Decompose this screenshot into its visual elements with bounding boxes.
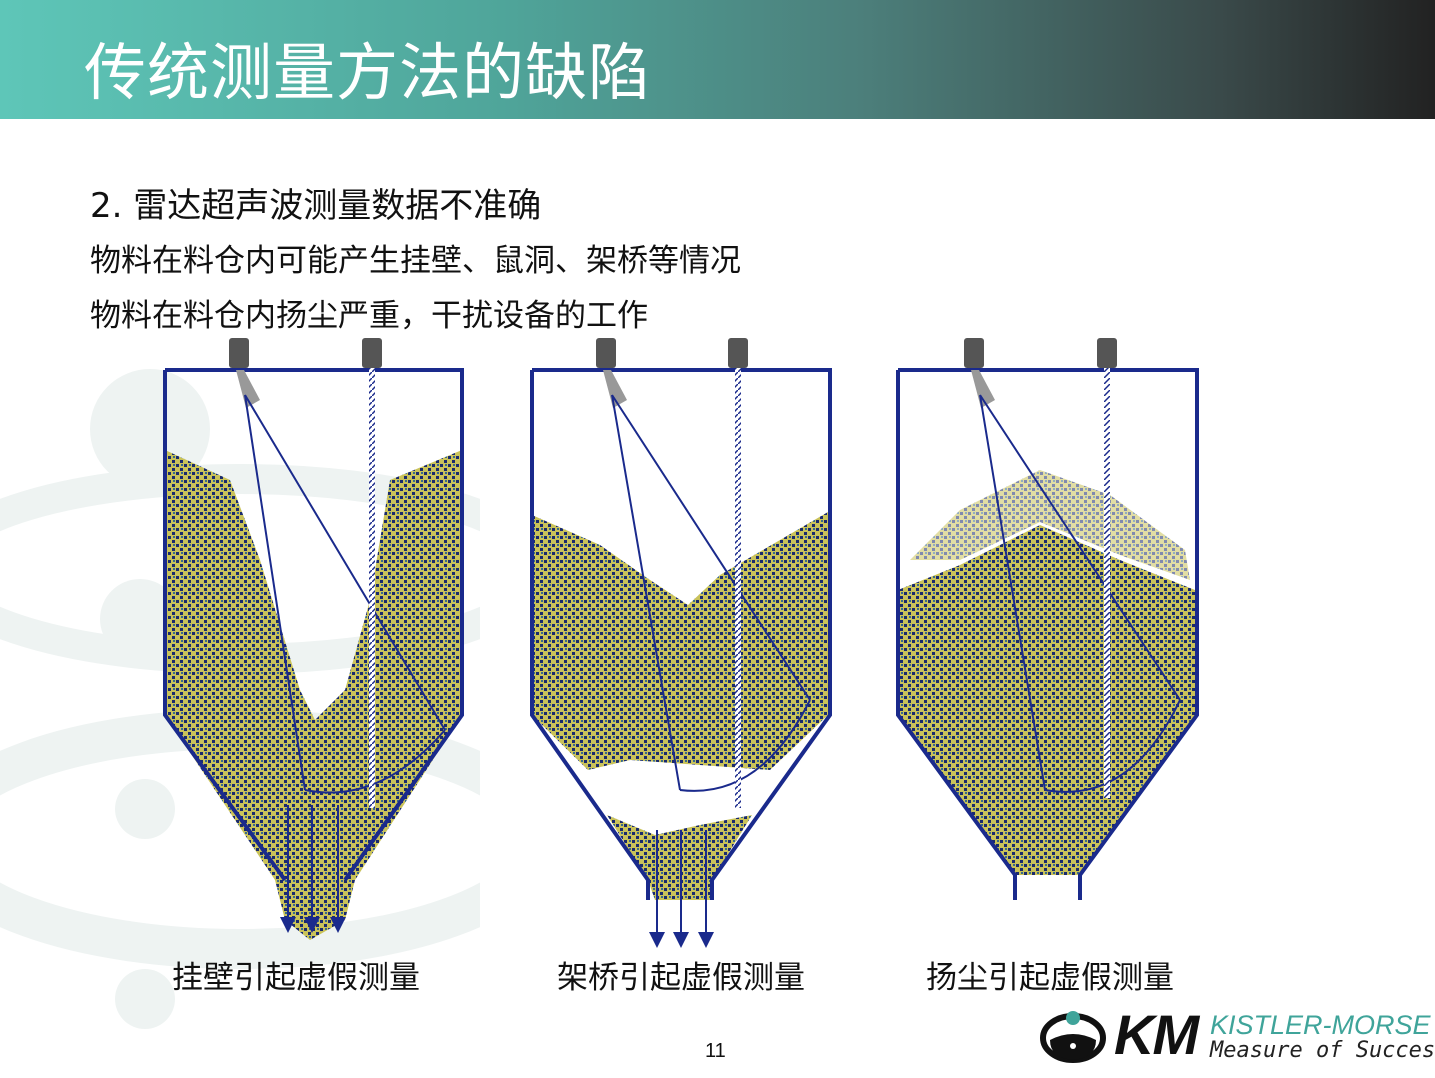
page-number: 11 xyxy=(705,1040,726,1062)
point-detail-2: 物料在料仓内扬尘严重，干扰设备的工作 xyxy=(90,298,648,334)
silo-diagrams xyxy=(163,338,1199,948)
logo-company-name: KISTLER-MORSE xyxy=(1210,1010,1431,1040)
logo-icon xyxy=(1040,1011,1106,1063)
point-detail-1: 物料在料仓内可能产生挂壁、鼠洞、架桥等情况 xyxy=(90,243,741,279)
page-title: 传统测量方法的缺陷 xyxy=(84,36,652,109)
logo-tagline: Measure of Success xyxy=(1210,1038,1435,1063)
caption-bridging: 架桥引起虚假测量 xyxy=(557,960,805,996)
silo-dust xyxy=(896,338,1199,900)
point-heading: 2. 雷达超声波测量数据不准确 xyxy=(90,186,542,226)
silo-bridging xyxy=(530,338,832,948)
silo-wall-hanging xyxy=(163,338,464,940)
title-bar: 传统测量方法的缺陷 xyxy=(0,0,1435,119)
caption-dust: 扬尘引起虚假测量 xyxy=(926,960,1174,996)
logo-mark: KM xyxy=(1114,1003,1199,1066)
caption-wall-hanging: 挂壁引起虚假测量 xyxy=(172,960,420,996)
company-logo: KM KISTLER-MORSE Measure of Success xyxy=(1040,1000,1435,1070)
